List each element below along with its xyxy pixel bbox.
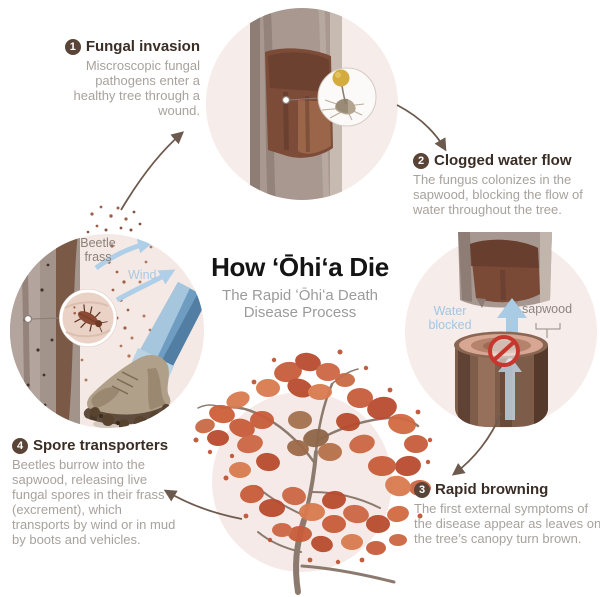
hiking-boot-icon [83,282,204,428]
step-heading: Rapid browning [435,481,549,498]
step-3-rapid-browning: 3 Rapid browning The first external symp… [414,481,600,546]
process-arrows [120,104,502,520]
tree-canopy-icon [193,349,433,565]
step-description: Beetles burrow into the sapwood, releasi… [12,457,176,547]
prohibition-icon [488,335,520,367]
arrow-step2-to-step3 [451,412,502,476]
callout-marker-icon [23,314,33,324]
step-2-clogged-water-flow: 2 Clogged water flow The fungus colonize… [413,152,599,217]
spore-ball-icon [332,69,350,87]
callout-marker-icon [281,95,291,105]
page-subtitle: The Rapid ʻŌhiʻa Death Disease Process [222,287,378,321]
inner-water-arrow-icon [498,356,522,420]
arrow-step3-to-step4 [163,489,243,520]
step-description: Miscroscopic fungal pathogens enter a he… [73,58,200,118]
beetle-icon [73,304,108,333]
step-heading: Clogged water flow [434,152,572,169]
fungus-inset [281,67,377,127]
step-number-badge: 4 [12,437,28,454]
beetle-inset [23,289,117,347]
step-number-badge: 1 [64,38,81,55]
browned-tree-illustration [193,349,433,595]
step-number-badge: 2 [413,152,429,169]
wind-arrows-icon [94,237,176,303]
step-heading: Spore transporters [33,437,169,454]
beetle-frass-label: Beetle frass [80,236,116,264]
frass-cloud-dots [86,205,142,234]
step-description: The fungus colonizes in the sapwood, blo… [413,172,583,217]
wind-label: Wind [128,268,157,282]
page-title: How ʻŌhiʻa Die [211,252,389,282]
step-heading: Fungal invasion [85,38,200,55]
water-flow-arrow-icon [497,298,527,344]
fungal-invasion-illustration [206,8,398,200]
step-1-fungal-invasion: 1 Fungal invasion Miscroscopic fungal pa… [58,38,200,118]
step-4-spore-transporters: 4 Spore transporters Beetles burrow into… [12,437,176,547]
sapwood-callout-bracket [535,323,561,338]
water-blocked-label: Water blocked [428,304,472,332]
sapwood-label: sapwood [522,302,573,316]
arrow-step1-to-step2 [396,104,447,152]
step-number-badge: 3 [414,481,430,498]
upper-trunk-icon [458,232,552,310]
clogged-water-illustration [405,232,597,428]
step-description: The first external symptoms of the disea… [414,501,600,546]
arrow-step4-to-step1 [120,131,185,211]
